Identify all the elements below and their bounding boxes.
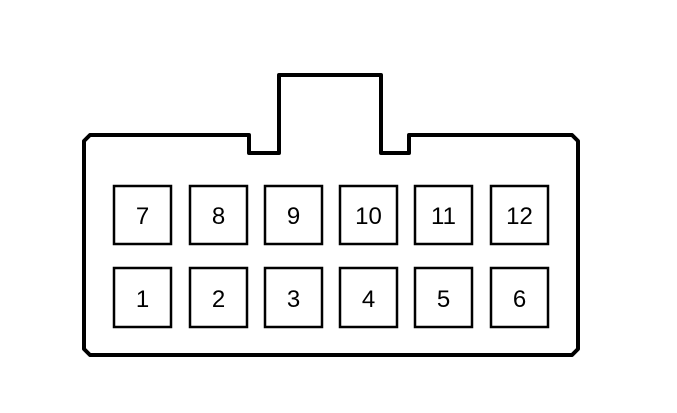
pin-cavity-box (263, 184, 324, 246)
pin-cavity-box (489, 266, 550, 329)
pin-cavity-box (489, 184, 550, 246)
pin-label: 10 (355, 203, 382, 230)
pin-cavity-12: 12 (489, 184, 550, 246)
pin-cavity-1: 1 (112, 266, 173, 329)
pin-label: 12 (506, 203, 533, 230)
connector-housing-outline (82, 73, 580, 357)
pin-cavity-2: 2 (188, 266, 249, 329)
pin-cavity-box (188, 266, 249, 329)
pin-cavity-5: 5 (413, 266, 474, 329)
pin-label: 6 (513, 286, 526, 313)
pin-cavity-7: 7 (112, 184, 173, 246)
bottom-row: 1 2 3 4 5 6 (112, 266, 550, 329)
pin-cavity-box (413, 184, 474, 246)
pin-cavity-box (338, 184, 399, 246)
pin-label: 2 (212, 286, 225, 313)
pin-cavity-box (338, 266, 399, 329)
pin-label: 8 (212, 203, 225, 230)
pin-cavity-3: 3 (263, 266, 324, 329)
pin-label: 9 (287, 203, 300, 230)
pin-cavity-box (188, 184, 249, 246)
pin-cavity-4: 4 (338, 266, 399, 329)
pin-cavity-box (263, 266, 324, 329)
pin-cavity-11: 11 (413, 184, 474, 246)
pin-cavity-8: 8 (188, 184, 249, 246)
pin-cavity-9: 9 (263, 184, 324, 246)
pin-label: 3 (287, 286, 300, 313)
pin-label: 1 (136, 286, 149, 313)
pin-cavity-10: 10 (338, 184, 399, 246)
pin-cavity-box (112, 184, 173, 246)
top-row: 7 8 9 10 11 12 (112, 184, 550, 246)
pin-label: 11 (431, 203, 456, 230)
pin-cavity-6: 6 (489, 266, 550, 329)
pin-label: 4 (362, 286, 375, 313)
pin-label: 5 (437, 286, 450, 313)
pin-cavity-box (413, 266, 474, 329)
pin-cavity-box (112, 266, 173, 329)
pin-label: 7 (136, 203, 149, 230)
